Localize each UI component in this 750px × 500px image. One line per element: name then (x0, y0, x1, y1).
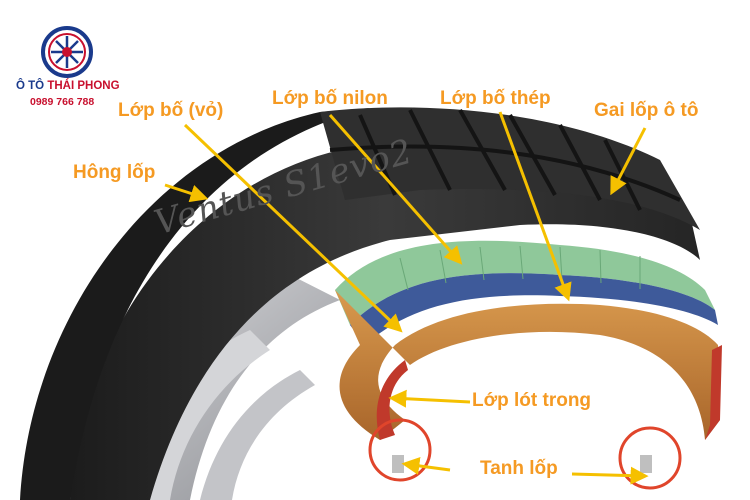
brand-name-highlight: THÁI PHONG (47, 80, 120, 92)
label-hong-lop: Hông lốp (73, 162, 156, 183)
label-tanh-lop: Tanh lốp (480, 458, 558, 479)
bead-highlight-right (618, 426, 682, 490)
label-lop-bo-thep: Lớp bố thép (440, 88, 551, 109)
label-gai-lop: Gai lốp ô tô (594, 100, 699, 121)
brand-name: Ô TÔ THÁI PHONG (16, 80, 120, 92)
tire-cross-section (335, 240, 722, 440)
bead-wire-left (392, 455, 404, 473)
tread-pattern (320, 107, 700, 230)
bead-wire-right (640, 455, 652, 473)
brand-logo (41, 26, 93, 78)
brand-phone: 0989 766 788 (30, 96, 95, 108)
label-lop-bo-vo: Lớp bố (vỏ) (118, 100, 224, 121)
label-lop-lot-trong: Lớp lót trong (472, 390, 592, 411)
callout-lines (164, 111, 649, 485)
bead-highlight-left (368, 418, 432, 482)
label-lop-bo-nilon: Lớp bố nilon (272, 88, 388, 109)
brand-name-prefix: Ô TÔ (16, 80, 48, 92)
